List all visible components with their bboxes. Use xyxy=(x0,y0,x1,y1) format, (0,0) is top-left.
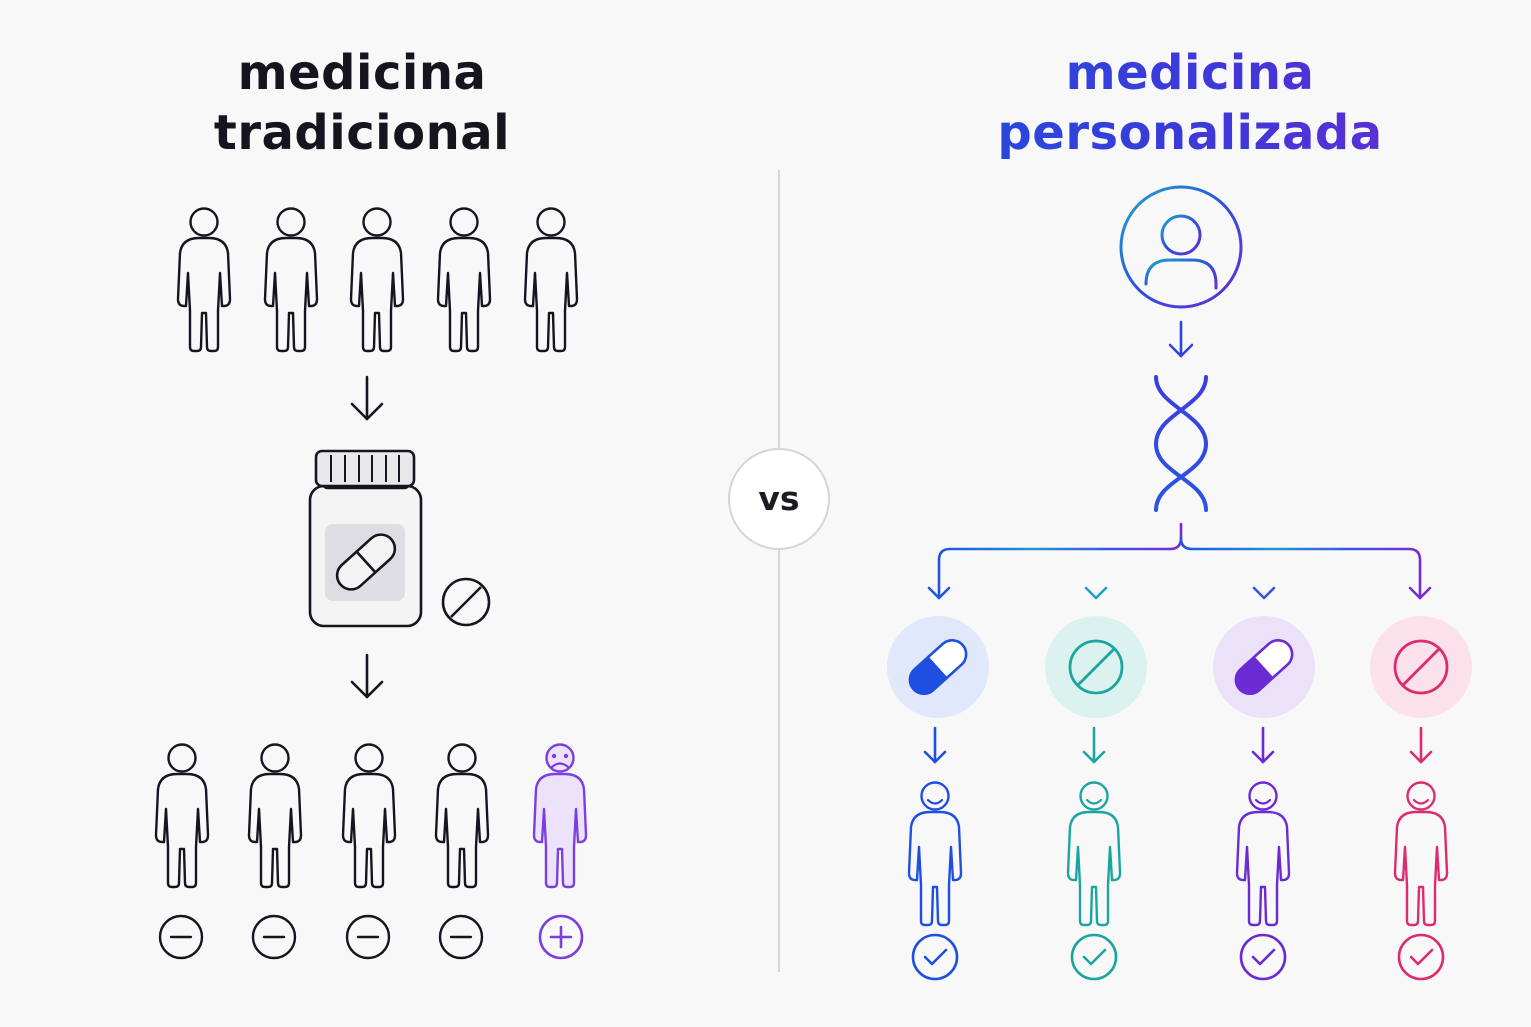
arrow-down-icon xyxy=(1082,726,1106,764)
title-medicina-tradicional: medicina tradicional xyxy=(112,43,612,163)
arrow-down-icon xyxy=(1168,320,1194,358)
minus-circle-icon xyxy=(438,914,484,960)
capsule-icon xyxy=(1234,638,1294,696)
minus-circle-icon xyxy=(158,914,204,960)
arrow-down-icon xyxy=(1409,726,1433,764)
branch-connector xyxy=(927,522,1432,600)
dna-icon xyxy=(1153,375,1209,512)
person-icon xyxy=(154,743,210,889)
title-medicina-personalizada: medicina personalizada xyxy=(890,43,1490,163)
person-icon xyxy=(176,207,232,353)
check-circle-icon xyxy=(911,933,959,981)
pill-tablet-icon xyxy=(441,577,491,627)
check-circle-icon xyxy=(1239,933,1287,981)
pill-bottle-icon xyxy=(308,449,423,628)
check-circle-icon xyxy=(1070,933,1118,981)
capsule-icon xyxy=(335,533,397,591)
plus-circle-icon xyxy=(538,914,584,960)
arrow-down-icon xyxy=(923,726,947,764)
arrow-down-icon xyxy=(350,653,384,699)
title-left-line2: tradicional xyxy=(213,105,511,161)
title-left-line1: medicina xyxy=(237,45,487,101)
population-group xyxy=(176,207,579,353)
center-divider xyxy=(728,170,830,972)
vs-label: vs xyxy=(758,479,800,518)
arrow-down-icon xyxy=(350,375,384,421)
sad-person-icon xyxy=(532,743,588,889)
happy-person-icon xyxy=(1393,781,1449,927)
minus-circle-icon xyxy=(251,914,297,960)
title-right-line2: personalizada xyxy=(890,103,1490,163)
happy-person-icon xyxy=(907,781,963,927)
arrow-down-icon xyxy=(1251,726,1275,764)
tablet-icon xyxy=(1393,639,1449,695)
person-icon xyxy=(247,743,303,889)
check-circle-icon xyxy=(1397,933,1445,981)
tablet-icon xyxy=(1068,639,1124,695)
person-icon xyxy=(523,207,579,353)
person-icon xyxy=(263,207,319,353)
person-icon xyxy=(434,743,490,889)
treatment-branch-3 xyxy=(1213,616,1315,981)
treatment-branch-4 xyxy=(1370,616,1472,981)
happy-person-icon xyxy=(1235,781,1291,927)
user-circle-icon xyxy=(1119,185,1243,309)
person-icon xyxy=(349,207,405,353)
treatment-branch-2 xyxy=(1045,616,1147,981)
title-right-line1: medicina xyxy=(890,43,1490,103)
outcome-group xyxy=(154,743,588,960)
happy-person-icon xyxy=(1066,781,1122,927)
vs-badge xyxy=(728,448,830,550)
minus-circle-icon xyxy=(345,914,391,960)
treatment-branch-1 xyxy=(887,616,989,981)
person-icon xyxy=(436,207,492,353)
capsule-icon xyxy=(908,638,968,696)
person-icon xyxy=(341,743,397,889)
